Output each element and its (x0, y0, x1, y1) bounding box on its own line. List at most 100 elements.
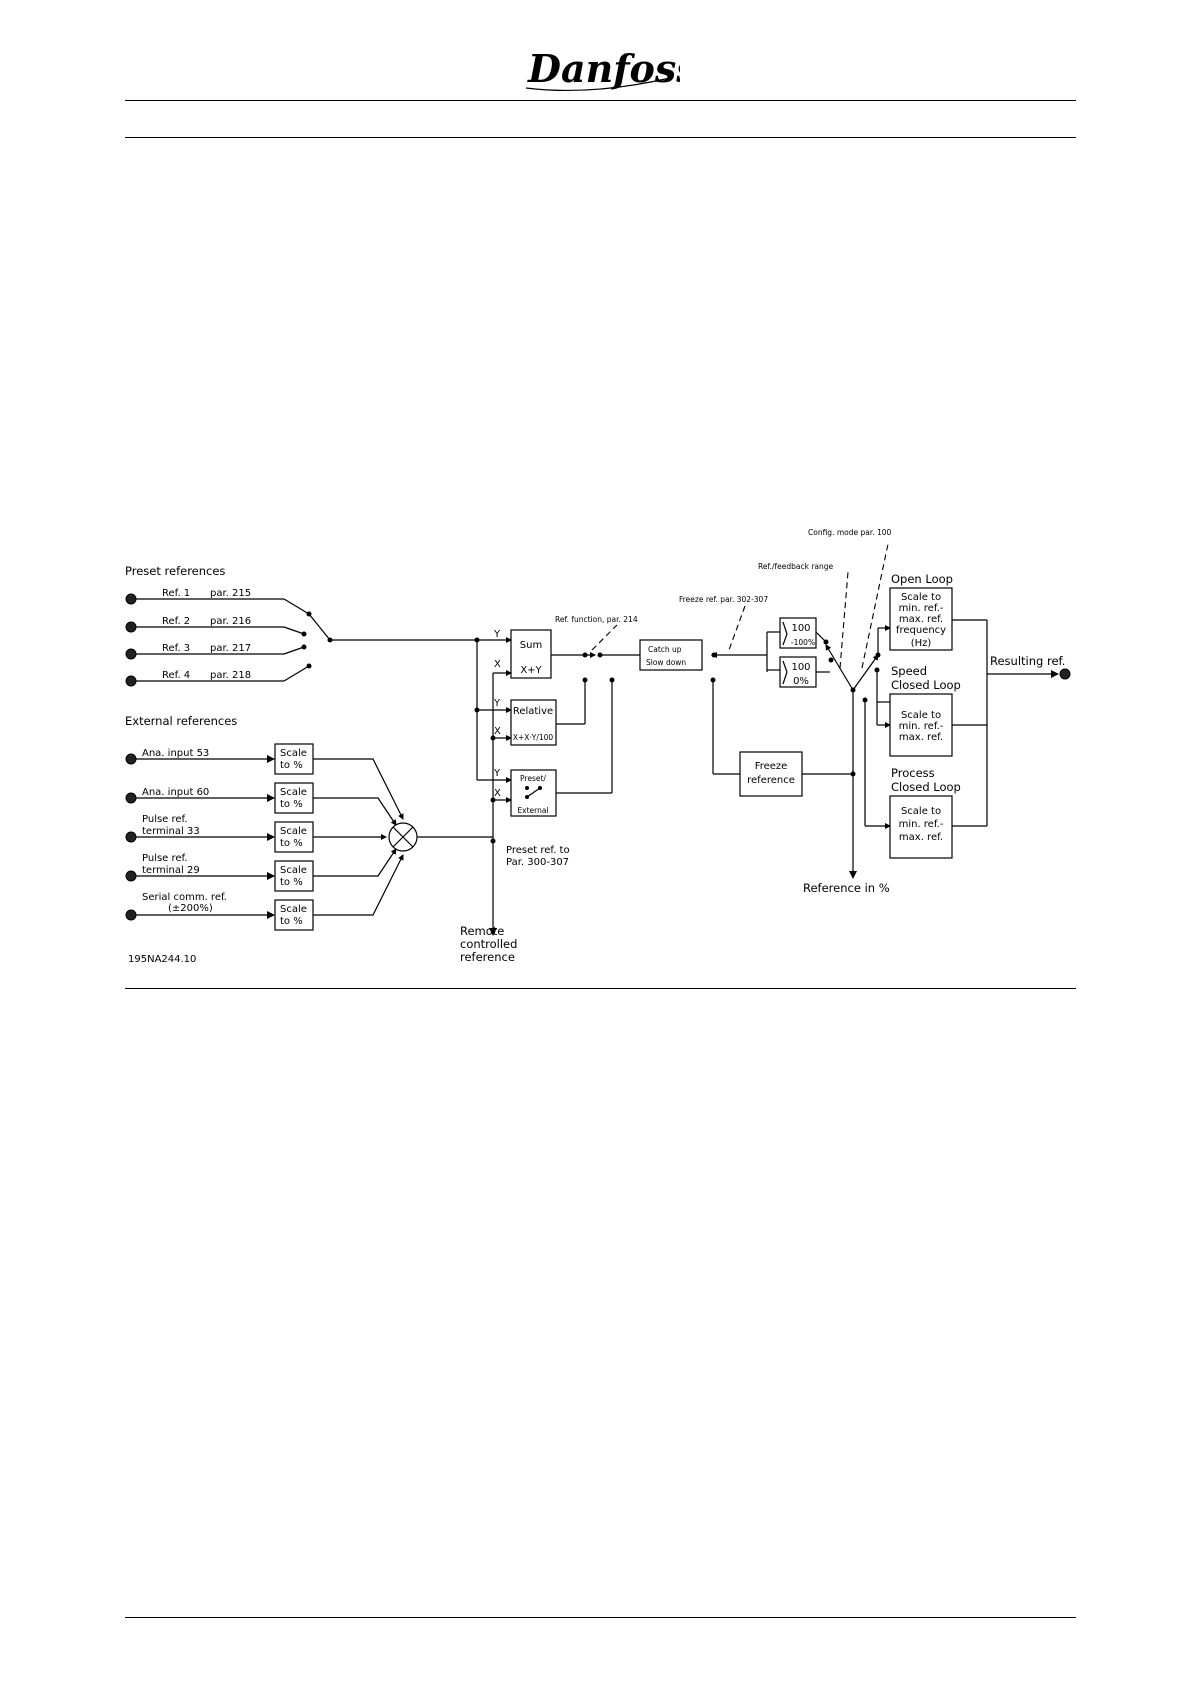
open-loop-line-2: min. ref.- (899, 603, 944, 614)
scale-block-4-l2: to % (280, 877, 303, 888)
preset-ref-4-par: par. 218 (210, 670, 251, 681)
scale-block-5 (274, 899, 314, 931)
logo-wordmark: Danfoss (527, 46, 680, 91)
summing-junction (388, 822, 418, 852)
preset-ext-y-label: Y (493, 768, 501, 779)
process-title-l1: Process (891, 766, 935, 780)
sum-x-label: X (494, 659, 501, 670)
process-closed-loop-block: Process Closed Loop Scale to min. ref.- … (889, 766, 961, 859)
scale-block-1 (274, 743, 314, 775)
range-unipolar-bottom: 0% (793, 676, 809, 687)
external-input-2-label: Ana. input 60 (142, 787, 209, 798)
range-bipolar-top: 100 (791, 623, 810, 634)
slow-down-label: Slow down (646, 658, 686, 667)
preset-external-bottom: External (517, 806, 548, 815)
ref-feedback-label: Ref./feedback range (758, 562, 834, 571)
ref-function-switch: Ref. function, par. 214 (555, 615, 638, 658)
scale-block-5-l2: to % (280, 916, 303, 927)
freeze-reference-block: Freeze reference (739, 751, 803, 797)
open-loop-line-3: max. ref. (899, 614, 943, 625)
resulting-ref-terminal[interactable] (1059, 668, 1071, 680)
external-input-4-label-l2: terminal 29 (142, 865, 200, 876)
preset-ref-4-name: Ref. 4 (162, 670, 190, 681)
scale-block-4 (274, 860, 314, 892)
process-title-l2: Closed Loop (891, 780, 961, 794)
external-input-4-terminal[interactable] (125, 870, 137, 882)
range-bipolar-bottom: -100% (791, 638, 815, 647)
open-loop-title: Open Loop (891, 572, 953, 586)
freeze-reference-l2: reference (747, 775, 795, 786)
relative-block: Relative X+X·Y/100 (510, 699, 557, 746)
figure-rule (125, 988, 1076, 989)
catch-up-slow-down-block: Catch up Slow down (639, 639, 703, 671)
preset-external-top: Preset/ (520, 774, 546, 783)
scale-block-1-l2: to % (280, 760, 303, 771)
preset-ref-4-terminal[interactable] (125, 675, 137, 687)
external-input-4: Pulse ref. terminal 29 Scale to % (125, 848, 397, 892)
external-input-3-label-l1: Pulse ref. (142, 814, 188, 825)
scale-block-5-l1: Scale (280, 904, 307, 915)
danfoss-logo: Danfoss (525, 46, 680, 92)
sum-block-label: Sum (520, 640, 542, 651)
footer-rule (125, 1617, 1076, 1618)
preset-ref-2-terminal[interactable] (125, 621, 137, 633)
header-rule-bottom (125, 137, 1076, 138)
open-loop-line-5: (Hz) (911, 638, 932, 649)
range-unipolar-top: 100 (791, 662, 810, 673)
preset-ref-1-par: par. 215 (210, 588, 251, 599)
relative-x-label: X (494, 726, 501, 737)
reference-in-percent-label: Reference in % (803, 881, 890, 895)
range-block-bipolar: 100 -100% (779, 617, 817, 649)
preset-ref-2-name: Ref. 2 (162, 616, 190, 627)
preset-selector-switch (301, 611, 477, 669)
external-input-5-label-l1: Serial comm. ref. (142, 892, 227, 903)
external-input-5-label-l2: (±200%) (168, 903, 213, 914)
preset-ref-4: Ref. 4 par. 218 (125, 665, 310, 687)
external-input-2-terminal[interactable] (125, 792, 137, 804)
external-input-1-terminal[interactable] (125, 753, 137, 765)
preset-ref-3-par: par. 217 (210, 643, 251, 654)
external-input-5: Serial comm. ref. (±200%) Scale to % (125, 854, 404, 931)
external-input-3-label-l2: terminal 33 (142, 826, 200, 837)
process-line-1: Scale to (901, 806, 941, 817)
speed-title-l2: Closed Loop (891, 678, 961, 692)
external-input-5-terminal[interactable] (125, 909, 137, 921)
relative-block-label: Relative (513, 706, 553, 717)
external-input-1: Ana. input 53 Scale to % (125, 743, 404, 820)
external-input-1-label: Ana. input 53 (142, 748, 209, 759)
freeze-par-label: Freeze ref. par. 302-307 (679, 595, 768, 604)
figure-id: 195NA244.10 (128, 954, 196, 965)
remote-controlled-l3: reference (460, 950, 515, 964)
preset-ref-2-par: par. 216 (210, 616, 251, 627)
preset-ref-1: Ref. 1 par. 215 (125, 588, 310, 615)
preset-ref-to-l2: Par. 300-307 (506, 857, 569, 868)
speed-line-3: max. ref. (899, 732, 943, 743)
open-loop-line-1: Scale to (901, 592, 941, 603)
header-rule-top (125, 100, 1076, 101)
speed-line-1: Scale to (901, 710, 941, 721)
speed-line-2: min. ref.- (899, 721, 944, 732)
scale-block-3-l1: Scale (280, 826, 307, 837)
preset-ref-3-terminal[interactable] (125, 648, 137, 660)
open-loop-line-4: frequency (896, 625, 946, 636)
remote-controlled-l2: controlled (460, 937, 517, 951)
range-block-unipolar: 100 0% (779, 656, 817, 688)
scale-block-2-l1: Scale (280, 787, 307, 798)
relative-y-label: Y (493, 698, 501, 709)
speed-title-l1: Speed (891, 664, 927, 678)
preset-ref-3-name: Ref. 3 (162, 643, 190, 654)
process-line-3: max. ref. (899, 832, 943, 843)
preset-ref-3: Ref. 3 par. 217 (125, 643, 305, 660)
sum-block-formula: X+Y (520, 665, 542, 676)
scale-block-4-l1: Scale (280, 865, 307, 876)
external-input-4-label-l1: Pulse ref. (142, 853, 188, 864)
sum-block: Sum X+Y (510, 629, 552, 679)
preset-external-block: Preset/ External (510, 769, 557, 817)
preset-ref-1-terminal[interactable] (125, 593, 137, 605)
config-mode-label: Config. mode par. 100 (808, 528, 892, 537)
sum-y-label: Y (493, 629, 501, 640)
external-input-3-terminal[interactable] (125, 831, 137, 843)
preset-ref-2: Ref. 2 par. 216 (125, 616, 305, 635)
scale-block-3 (274, 821, 314, 853)
